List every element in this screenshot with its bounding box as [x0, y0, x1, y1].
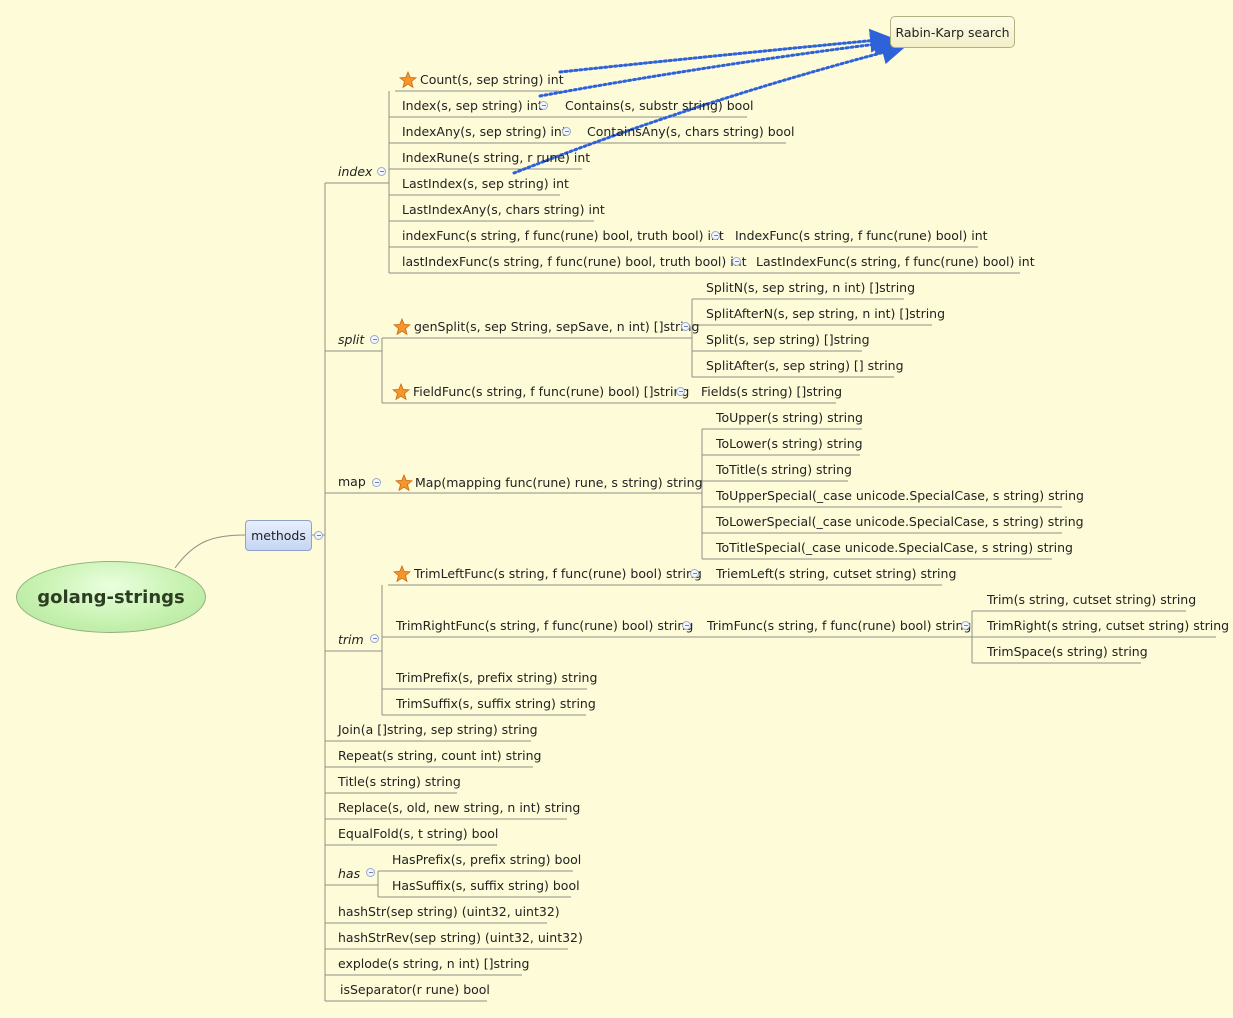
node-trimleftfunc[interactable]: TrimLeftFunc(s string, f func(rune) bool… [414, 566, 702, 581]
category-index[interactable]: index [338, 164, 373, 179]
node-hassuffix[interactable]: HasSuffix(s, suffix string) bool [392, 878, 580, 893]
collapse-toggle-fieldfunc[interactable] [676, 387, 685, 396]
node-lastindexfunc[interactable]: LastIndexFunc(s string, f func(rune) boo… [756, 254, 1035, 269]
star-icon [393, 565, 411, 583]
node-splitafter[interactable]: SplitAfter(s, sep string) [] string [706, 358, 904, 373]
root-topic[interactable]: golang-strings [16, 561, 206, 633]
node-map[interactable]: Map(mapping func(rune) rune, s string) s… [415, 475, 703, 490]
node-split[interactable]: Split(s, sep string) []string [706, 332, 870, 347]
node-lastindexany[interactable]: LastIndexAny(s, chars string) int [402, 202, 605, 217]
collapse-toggle-trimrightfunc[interactable] [682, 621, 691, 630]
node-lastindex[interactable]: LastIndex(s, sep string) int [402, 176, 569, 191]
arrow-lastindex [512, 40, 906, 175]
node-explode[interactable]: explode(s string, n int) []string [338, 956, 530, 971]
node-tolower[interactable]: ToLower(s string) string [716, 436, 863, 451]
collapse-toggle-indexany[interactable] [562, 127, 571, 136]
node-contains[interactable]: Contains(s, substr string) bool [565, 98, 754, 113]
collapse-toggle-index[interactable] [377, 167, 386, 176]
collapse-toggle-trim[interactable] [370, 634, 379, 643]
category-split[interactable]: split [338, 332, 365, 347]
node-trimleft[interactable]: TriemLeft(s string, cutset string) strin… [716, 566, 957, 581]
category-map[interactable]: map [338, 474, 366, 489]
node-tolowerspecial[interactable]: ToLowerSpecial(_case unicode.SpecialCase… [716, 514, 1084, 529]
node-totitle[interactable]: ToTitle(s string) string [716, 462, 852, 477]
node-hashstr[interactable]: hashStr(sep string) (uint32, uint32) [338, 904, 560, 919]
node-trimright[interactable]: TrimRight(s string, cutset string) strin… [987, 618, 1230, 633]
collapse-toggle-index-func[interactable] [539, 101, 548, 110]
collapse-toggle-trimfunc[interactable] [961, 621, 970, 630]
node-equalfold[interactable]: EqualFold(s, t string) bool [338, 826, 499, 841]
collapse-toggle-lastindexfunc[interactable] [732, 257, 741, 266]
node-trimsuffix[interactable]: TrimSuffix(s, suffix string) string [396, 696, 596, 711]
node-replace[interactable]: Replace(s, old, new string, n int) strin… [338, 800, 581, 815]
node-containsany[interactable]: ContainsAny(s, chars string) bool [587, 124, 795, 139]
methods-topic[interactable]: methods [245, 520, 312, 551]
node-trim[interactable]: Trim(s string, cutset string) string [987, 592, 1197, 607]
star-icon [395, 474, 413, 492]
node-trimrightfunc[interactable]: TrimRightFunc(s string, f func(rune) boo… [396, 618, 694, 633]
node-hasprefix[interactable]: HasPrefix(s, prefix string) bool [392, 852, 582, 867]
node-indexfunc-private[interactable]: indexFunc(s string, f func(rune) bool, t… [402, 228, 724, 243]
node-toupper[interactable]: ToUpper(s string) string [716, 410, 863, 425]
node-indexfunc[interactable]: IndexFunc(s string, f func(rune) bool) i… [735, 228, 988, 243]
node-repeat[interactable]: Repeat(s string, count int) string [338, 748, 542, 763]
node-join[interactable]: Join(a []string, sep string) string [338, 722, 538, 737]
node-splitn[interactable]: SplitN(s, sep string, n int) []string [706, 280, 916, 295]
node-indexrune[interactable]: IndexRune(s string, r rune) int [402, 150, 591, 165]
star-icon [392, 383, 410, 401]
collapse-toggle-gensplit[interactable] [681, 322, 690, 331]
category-trim[interactable]: trim [338, 632, 364, 647]
collapse-toggle-indexfunc[interactable] [711, 231, 720, 240]
node-toupperspecial[interactable]: ToUpperSpecial(_case unicode.SpecialCase… [716, 488, 1084, 503]
node-fieldfunc[interactable]: FieldFunc(s string, f func(rune) bool) [… [413, 384, 690, 399]
node-index[interactable]: Index(s, sep string) int [402, 98, 543, 113]
node-totitlespecial[interactable]: ToTitleSpecial(_case unicode.SpecialCase… [716, 540, 1073, 555]
node-lastindexfunc-private[interactable]: lastIndexFunc(s string, f func(rune) boo… [402, 254, 747, 269]
node-fields[interactable]: Fields(s string) []string [701, 384, 843, 399]
collapse-toggle-split[interactable] [370, 335, 379, 344]
node-hashstrrev[interactable]: hashStrRev(sep string) (uint32, uint32) [338, 930, 583, 945]
node-trimfunc[interactable]: TrimFunc(s string, f func(rune) bool) st… [707, 618, 972, 633]
star-icon [399, 71, 417, 89]
node-trimprefix[interactable]: TrimPrefix(s, prefix string) string [396, 670, 598, 685]
node-count[interactable]: Count(s, sep string) int [420, 72, 564, 87]
node-title[interactable]: Title(s string) string [338, 774, 461, 789]
collapse-toggle-methods[interactable] [314, 531, 323, 540]
collapse-toggle-has[interactable] [366, 868, 375, 877]
rabin-karp-callout[interactable]: Rabin-Karp search [890, 16, 1015, 48]
star-icon [393, 318, 411, 336]
arrow-count [558, 28, 894, 74]
node-splitaftern[interactable]: SplitAfterN(s, sep string, n int) []stri… [706, 306, 946, 321]
collapse-toggle-trimleftfunc[interactable] [690, 569, 699, 578]
arrow-index [538, 32, 898, 98]
node-gensplit[interactable]: genSplit(s, sep String, sepSave, n int) … [414, 319, 700, 334]
category-has[interactable]: has [338, 866, 361, 881]
node-isseparator[interactable]: isSeparator(r rune) bool [340, 982, 490, 997]
node-indexany[interactable]: IndexAny(s, sep string) int [402, 124, 567, 139]
node-trimspace[interactable]: TrimSpace(s string) string [987, 644, 1148, 659]
collapse-toggle-map[interactable] [372, 478, 381, 487]
